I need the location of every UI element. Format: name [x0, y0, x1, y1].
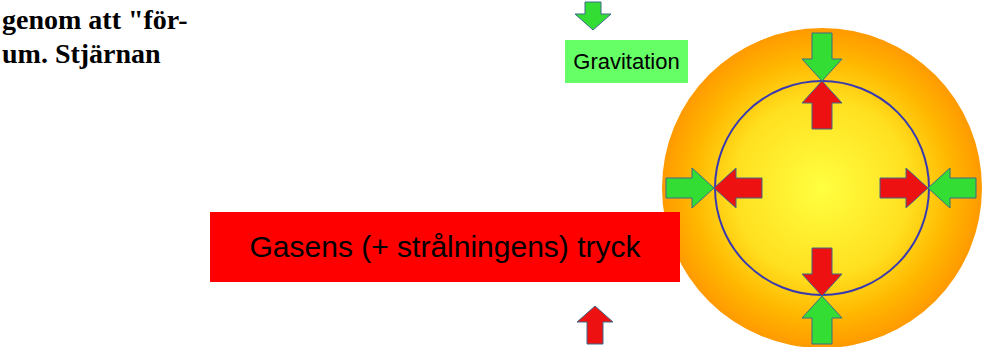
force-label-box: Gasens (+ strålningens) tryck: [210, 212, 680, 282]
star-body: [662, 28, 982, 347]
equilibrium-shell: [715, 81, 929, 295]
force-label: Gasens (+ strålningens) tryck: [250, 229, 641, 265]
pressure-arrow: [880, 168, 928, 208]
gravity-arrow: [802, 33, 842, 81]
gravity-arrow: [928, 168, 976, 208]
gravity-arrow: [666, 168, 714, 208]
pressure-arrow: [802, 248, 842, 296]
gravity-arrow: [802, 296, 842, 344]
force-label-box: Gravitation: [565, 40, 688, 83]
document-text-line: genom att "för-: [2, 4, 188, 36]
gravity-legend-arrow: [575, 2, 611, 30]
pressure-arrow: [802, 81, 842, 129]
force-label: Gravitation: [573, 49, 679, 75]
document-text-line: um. Stjärnan: [2, 38, 161, 70]
pressure-arrow: [714, 168, 762, 208]
pressure-legend-arrow: [577, 306, 613, 344]
